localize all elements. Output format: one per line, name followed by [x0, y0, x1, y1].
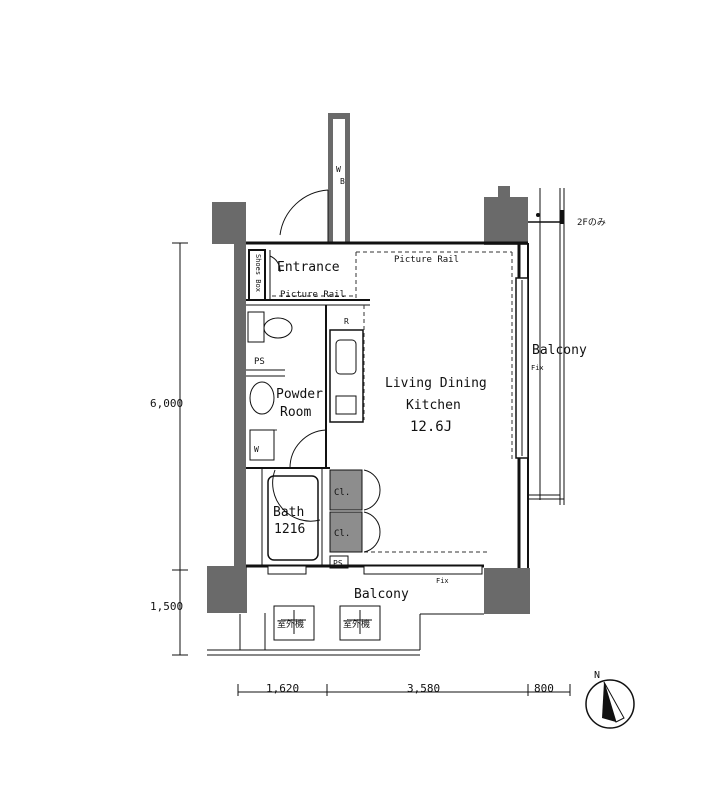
- shoes-box-label: Shoes Box: [254, 254, 262, 292]
- outdoor-unit-1-label: 室外機: [277, 618, 304, 630]
- dim-width-3: 800: [534, 682, 554, 695]
- fix-side-label: Fix: [531, 364, 544, 372]
- dim-width-2: 3,580: [407, 682, 440, 695]
- balcony-side-label: Balcony: [532, 343, 587, 358]
- dashed-lines: [252, 251, 513, 553]
- bath-label: Bath: [273, 505, 304, 520]
- ldk-label-1: Living Dining: [385, 376, 487, 391]
- ldk-label-2: Kitchen: [406, 398, 461, 413]
- compass: N: [585, 670, 635, 729]
- partitions: [246, 249, 370, 569]
- outer-walls: [207, 113, 530, 614]
- fixtures: [247, 311, 319, 561]
- dimension-lines: [172, 242, 571, 696]
- note-2f-label: 2Fのみ: [577, 217, 606, 228]
- dim-height-balcony: 1,500: [150, 600, 183, 613]
- powder-room-label-1: Powder: [276, 387, 323, 402]
- ps-top-label: PS: [254, 357, 265, 367]
- closet-1-label: Cl.: [334, 488, 350, 498]
- wb-w-label: W: [336, 165, 341, 174]
- dim-height-main: 6,000: [150, 397, 183, 410]
- washer-label: W: [254, 445, 259, 454]
- wb-b-label: B: [340, 177, 345, 186]
- fix-bottom-label: Fix: [436, 577, 449, 585]
- picture-rail-top-label: Picture Rail: [394, 255, 459, 265]
- balconies: [207, 188, 565, 656]
- picture-rail-entrance-label: Picture Rail: [280, 290, 345, 300]
- compass-north-label: N: [594, 670, 600, 681]
- windows: [267, 277, 529, 575]
- doors: [269, 189, 381, 553]
- outdoor-unit-2-label: 室外機: [343, 618, 370, 630]
- balcony-bottom-label: Balcony: [354, 587, 409, 602]
- ps-bottom-label: PS: [333, 559, 343, 568]
- bath-size-label: 1216: [274, 522, 305, 537]
- closet-2-label: Cl.: [334, 529, 350, 539]
- fridge-label: R: [344, 317, 349, 326]
- entrance-label: Entrance: [277, 260, 340, 275]
- dim-width-1: 1,620: [266, 682, 299, 695]
- powder-room-label-2: Room: [280, 405, 311, 420]
- ldk-area-label: 12.6J: [410, 419, 452, 435]
